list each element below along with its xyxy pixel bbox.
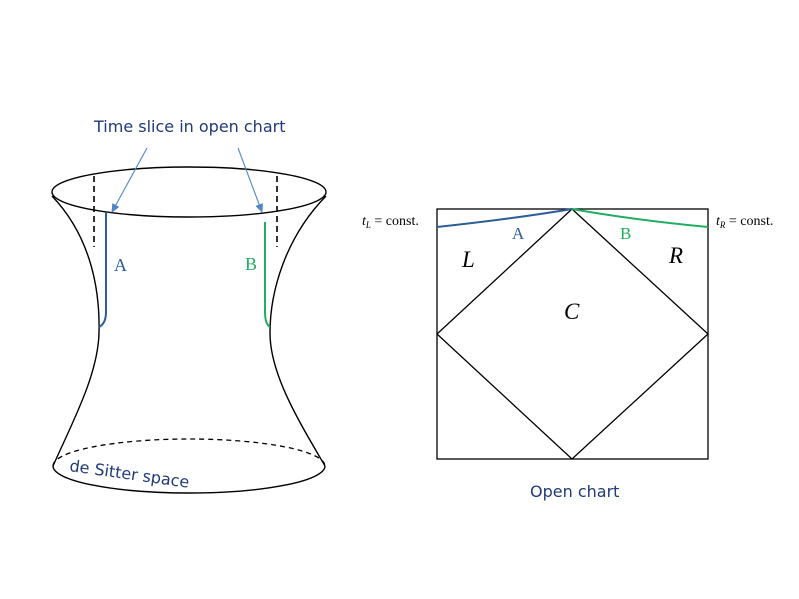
hyperboloid: Time slice in open chart A B de Sitter s… <box>51 117 327 494</box>
right-wall <box>269 195 327 467</box>
bottom-ellipse-back <box>52 438 326 467</box>
tl-var: t <box>362 214 367 229</box>
tr-rest: = const. <box>725 214 773 229</box>
slice-curve-b <box>571 208 709 228</box>
tr-var: t <box>716 214 721 229</box>
arrow-to-slice-b <box>237 147 263 213</box>
open-chart-caption: Open chart <box>530 482 619 501</box>
central-diamond <box>436 208 709 460</box>
penrose-square <box>436 208 709 460</box>
tr-const-label: tR = const. <box>716 214 773 230</box>
arrow-to-slice-a <box>111 147 148 213</box>
tl-sub: L <box>365 220 371 230</box>
label-b-chart: B <box>620 224 631 243</box>
slice-curve-a <box>436 208 573 228</box>
label-b-hyperboloid: B <box>245 254 257 274</box>
bottom-ellipse-front <box>52 465 326 494</box>
time-slice-a <box>98 212 107 328</box>
region-l-label: L <box>461 247 475 272</box>
top-ellipse <box>51 166 327 218</box>
region-c-label: C <box>564 299 580 324</box>
time-slice-caption: Time slice in open chart <box>93 117 285 136</box>
label-a-hyperboloid: A <box>114 255 127 275</box>
tl-const-label: tL = const. <box>362 214 419 230</box>
tr-sub: R <box>719 220 726 230</box>
left-wall <box>51 195 100 467</box>
de-sitter-space-label: de Sitter space <box>68 456 190 492</box>
region-r-label: R <box>668 243 683 268</box>
tl-rest: = const. <box>371 214 419 229</box>
penrose-diagram: tL = const. tR = const. A B L R C Open c… <box>362 208 773 501</box>
label-a-chart: A <box>512 224 525 243</box>
time-slice-b <box>264 222 271 328</box>
